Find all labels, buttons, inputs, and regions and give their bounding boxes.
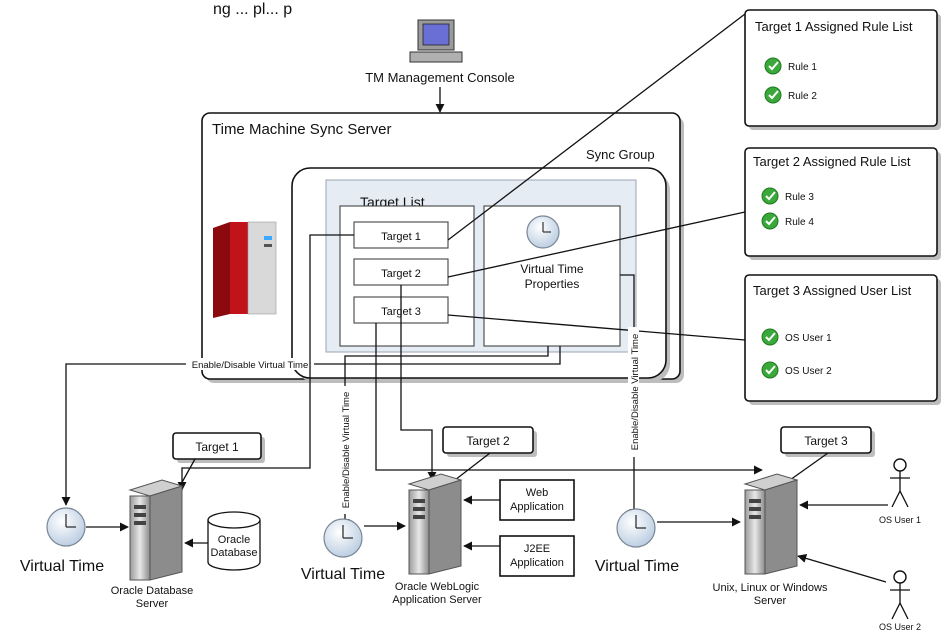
check-icon: [764, 57, 782, 75]
target1-link: [177, 234, 354, 491]
connector-line: [447, 211, 746, 278]
app-box-label: Web: [526, 487, 548, 499]
target-item[interactable]: Target 2: [353, 258, 449, 286]
app-box-label: Application: [510, 557, 564, 569]
rule-list-title: Target 1 Assigned Rule List: [755, 19, 913, 34]
user-stick-figure-icon: [890, 458, 910, 508]
database-label: Oracle: [218, 534, 250, 546]
virtual-time-label: Virtual Time: [20, 558, 104, 575]
rule-list-title: Target 2 Assigned Rule List: [753, 154, 911, 169]
rule-item: Rule 2: [788, 91, 817, 102]
rule-item: Rule 1: [788, 62, 817, 73]
server-label: Server: [754, 595, 787, 607]
check-icon: [761, 187, 779, 205]
rule-list-box: Target 1 Assigned Rule List Rule 1 Rule …: [744, 9, 941, 130]
sync-group-label: Sync Group: [586, 147, 655, 162]
check-icon: [761, 212, 779, 230]
server-tower-icon: [407, 473, 463, 575]
connector-line: [447, 13, 746, 241]
user-arrow: [797, 553, 887, 583]
computer-icon: [409, 19, 463, 63]
app-box: Web Application: [499, 479, 575, 521]
user-stick-figure-icon: [890, 570, 910, 620]
server-tower-icon: [128, 479, 184, 581]
app-box-label: Application: [510, 501, 564, 513]
target-callout-label: Target 2: [466, 434, 510, 448]
clock-icon: [46, 507, 86, 547]
connector-line: [447, 314, 746, 341]
target-callout: Target 3: [780, 426, 875, 481]
app-box-label: J2EE: [524, 543, 550, 555]
sync-server-title: Time Machine Sync Server: [212, 121, 392, 138]
enable-disable-label-left: Enable/Disable Virtual Time: [192, 360, 309, 371]
target-item-label: Target 1: [381, 231, 421, 243]
console-label: TM Management Console: [365, 70, 515, 85]
virtual-props-line2: Properties: [525, 277, 580, 291]
target2-link: [400, 285, 437, 481]
edge-label-bg: [628, 327, 639, 457]
server-tower-icon: [743, 473, 799, 575]
app-box: J2EE Application: [499, 535, 575, 577]
virtual-props-line1: Virtual Time: [520, 262, 583, 276]
database-label: Database: [210, 547, 257, 559]
user-list-box: Target 3 Assigned User List OS User 1 OS…: [744, 274, 941, 405]
database-icon: [207, 511, 261, 571]
target-item-label: Target 2: [381, 268, 421, 280]
check-icon: [761, 328, 779, 346]
target-item[interactable]: Target 1: [353, 221, 449, 249]
server-label: Oracle Database: [111, 585, 194, 597]
enable-disable-label-mid: Enable/Disable Virtual Time: [341, 392, 352, 509]
target3-link: [375, 323, 763, 475]
rack-server-icon: [213, 221, 277, 318]
clock-icon: [323, 518, 363, 558]
server-label: Application Server: [392, 594, 482, 606]
enable-disable-label-right: Enable/Disable Virtual Time: [630, 334, 641, 451]
server-label: Oracle WebLogic: [395, 581, 480, 593]
edge-label-bg: [186, 358, 314, 370]
check-icon: [764, 86, 782, 104]
server-label: Server: [136, 598, 169, 610]
target-callout-label: Target 3: [804, 434, 848, 448]
check-icon: [761, 361, 779, 379]
virtual-time-label: Virtual Time: [301, 566, 385, 583]
rule-item: Rule 4: [785, 217, 814, 228]
clock-icon: [526, 215, 560, 249]
target-callout: Target 2: [442, 426, 537, 481]
target-callout: Target 1: [172, 432, 265, 487]
target-callout-label: Target 1: [195, 440, 239, 454]
rule-item: Rule 3: [785, 192, 814, 203]
header-partial-title: ng ... pl... p: [213, 1, 292, 18]
edge-label-bg: [340, 386, 351, 514]
user-item: OS User 1: [785, 333, 832, 344]
server-label: Unix, Linux or Windows: [713, 582, 828, 594]
clock-icon: [616, 508, 656, 548]
virtual-time-label: Virtual Time: [595, 558, 679, 575]
user-item: OS User 2: [785, 366, 832, 377]
os-user-label: OS User 2: [879, 622, 921, 632]
user-list-title: Target 3 Assigned User List: [753, 283, 912, 298]
os-user-label: OS User 1: [879, 515, 921, 525]
rule-list-box: Target 2 Assigned Rule List Rule 3 Rule …: [744, 147, 941, 260]
